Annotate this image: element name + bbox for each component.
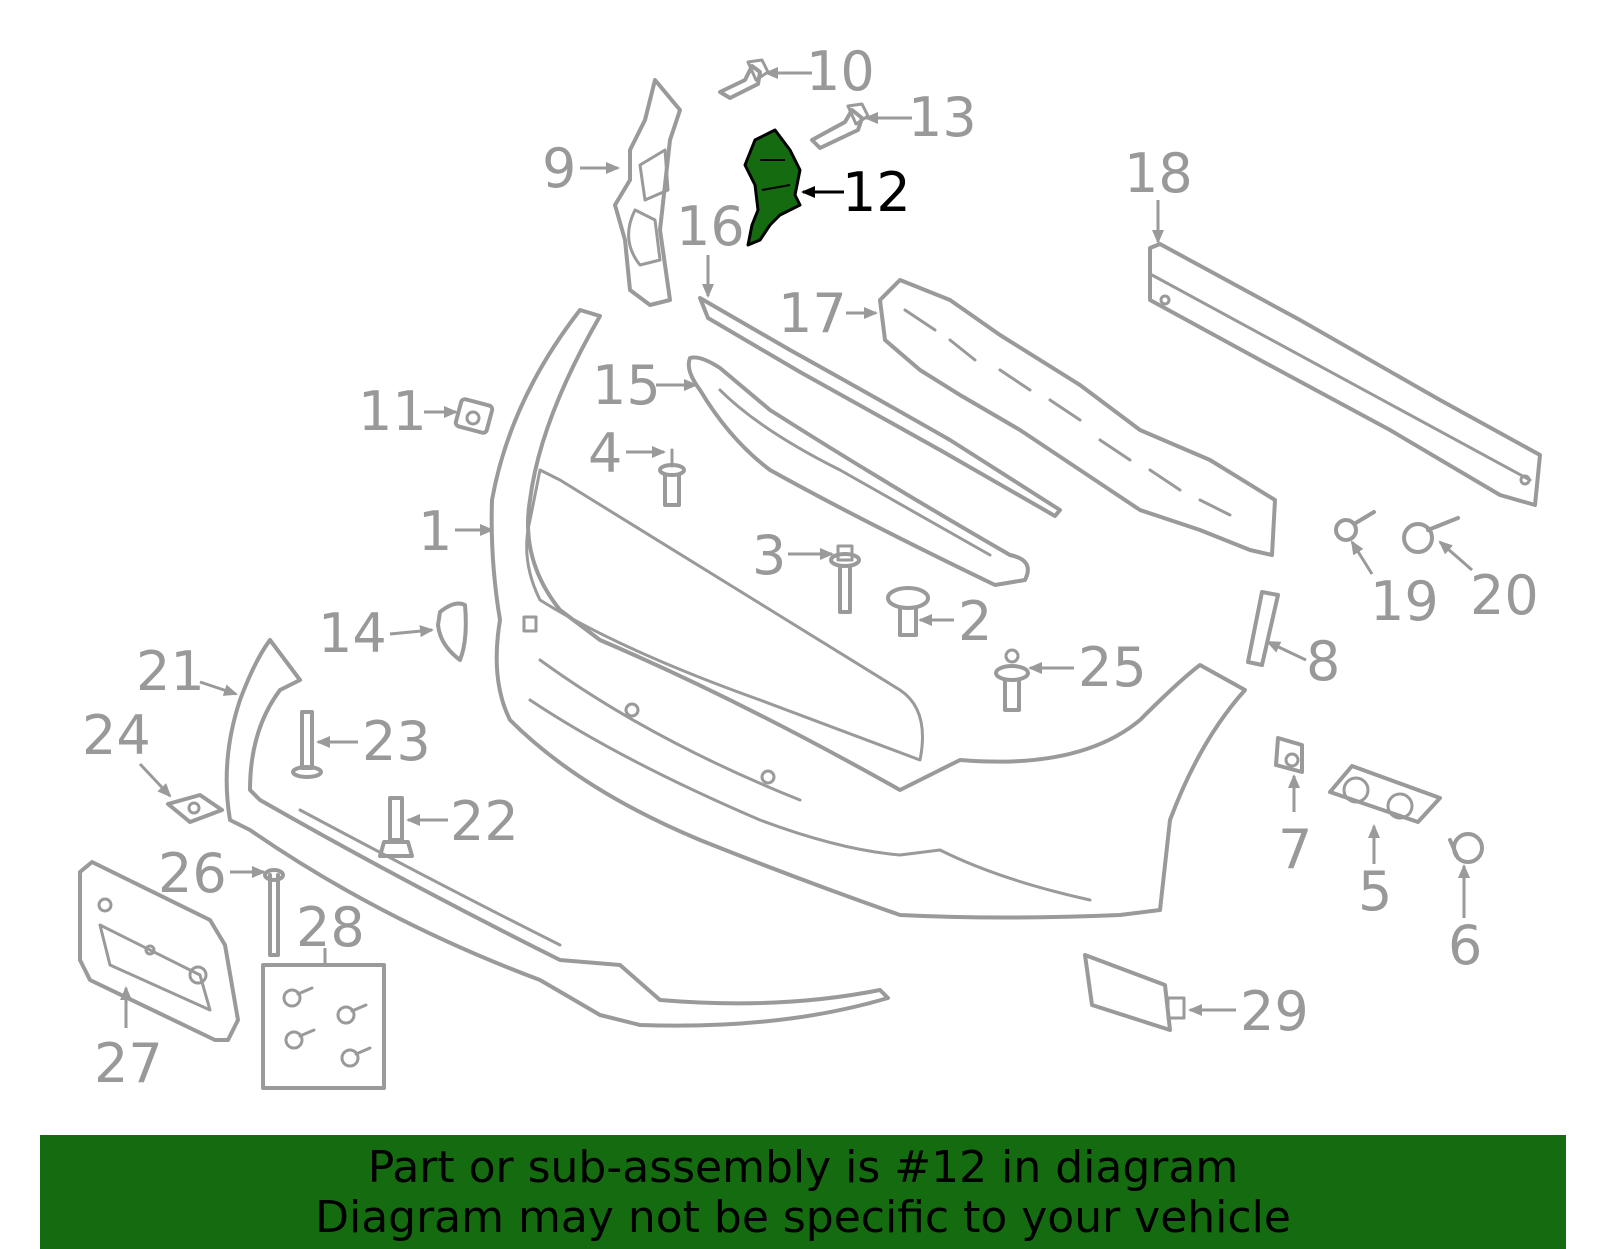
callout-13: 13 <box>908 86 977 149</box>
part-29-module[interactable] <box>1083 953 1186 1032</box>
callout-4: 4 <box>588 422 622 485</box>
part-3-bolt[interactable] <box>829 544 861 614</box>
info-banner: Part or sub-assembly is #12 in diagram D… <box>40 1135 1566 1249</box>
callout-12: 12 <box>842 161 911 224</box>
banner-line-2: Diagram may not be specific to your vehi… <box>315 1192 1291 1243</box>
callout-9: 9 <box>542 137 576 200</box>
callout-14: 14 <box>318 602 387 665</box>
part-21-lower-spoiler[interactable] <box>224 638 890 1028</box>
callout-1: 1 <box>418 500 452 563</box>
callout-3: 3 <box>752 524 786 587</box>
callout-labels: 10 13 12 9 16 18 17 15 11 4 1 3 2 14 25 … <box>82 40 1539 1095</box>
callout-24: 24 <box>82 704 151 767</box>
callout-5: 5 <box>1358 860 1392 923</box>
part-18-reinforcement-bar[interactable] <box>1148 242 1542 507</box>
part-26-rivet[interactable] <box>263 868 285 957</box>
part-7-clip[interactable] <box>1274 736 1304 774</box>
part-4-push-pin[interactable] <box>658 448 686 507</box>
callout-16: 16 <box>676 195 745 258</box>
callout-29: 29 <box>1240 980 1309 1043</box>
part-5-sensor-bracket[interactable] <box>1328 764 1442 824</box>
callout-28: 28 <box>296 896 365 959</box>
part-6-sensor[interactable] <box>1448 832 1484 864</box>
banner-line-1: Part or sub-assembly is #12 in diagram <box>367 1142 1239 1193</box>
part-13-bolt[interactable] <box>810 102 870 150</box>
callout-21: 21 <box>136 640 205 703</box>
part-9-bracket[interactable] <box>613 78 682 307</box>
part-27-plate-bracket[interactable] <box>78 860 240 1042</box>
part-20-nut[interactable] <box>1402 516 1460 554</box>
callout-22: 22 <box>450 790 519 853</box>
callout-15: 15 <box>592 354 661 417</box>
part-2-clip[interactable] <box>886 586 930 637</box>
callout-25: 25 <box>1078 636 1147 699</box>
part-8-stud[interactable] <box>1246 590 1280 667</box>
callout-27: 27 <box>94 1032 163 1095</box>
callout-26: 26 <box>158 842 227 905</box>
callout-6: 6 <box>1448 914 1482 977</box>
callout-2: 2 <box>958 590 992 653</box>
callout-17: 17 <box>778 282 847 345</box>
part-10-bolt[interactable] <box>718 58 770 100</box>
part-15-grille[interactable] <box>686 355 1030 587</box>
part-22-bolt[interactable] <box>378 796 414 858</box>
part-24-clip[interactable] <box>166 793 224 824</box>
callout-20: 20 <box>1470 564 1539 627</box>
part-14-reflector[interactable] <box>436 601 468 662</box>
part-25-push-pin[interactable] <box>994 648 1030 712</box>
callout-11: 11 <box>358 380 427 443</box>
part-23-stud[interactable] <box>291 710 323 779</box>
callout-19: 19 <box>1370 570 1439 633</box>
callout-23: 23 <box>362 710 431 773</box>
callout-10: 10 <box>806 40 875 103</box>
part-19-nut[interactable] <box>1334 510 1376 542</box>
callout-8: 8 <box>1306 630 1340 693</box>
leader-lines <box>120 67 1473 1028</box>
part-17-absorber[interactable] <box>878 278 1277 557</box>
part-11-clip[interactable] <box>453 397 495 435</box>
part-16-upper-strip[interactable] <box>698 296 1062 518</box>
part-12-highlighted-bracket[interactable] <box>743 128 802 247</box>
callout-18: 18 <box>1124 142 1193 205</box>
callout-7: 7 <box>1278 818 1312 881</box>
part-1-bumper-cover[interactable] <box>489 308 1247 920</box>
part-28-bolt-kit[interactable] <box>261 963 386 1090</box>
